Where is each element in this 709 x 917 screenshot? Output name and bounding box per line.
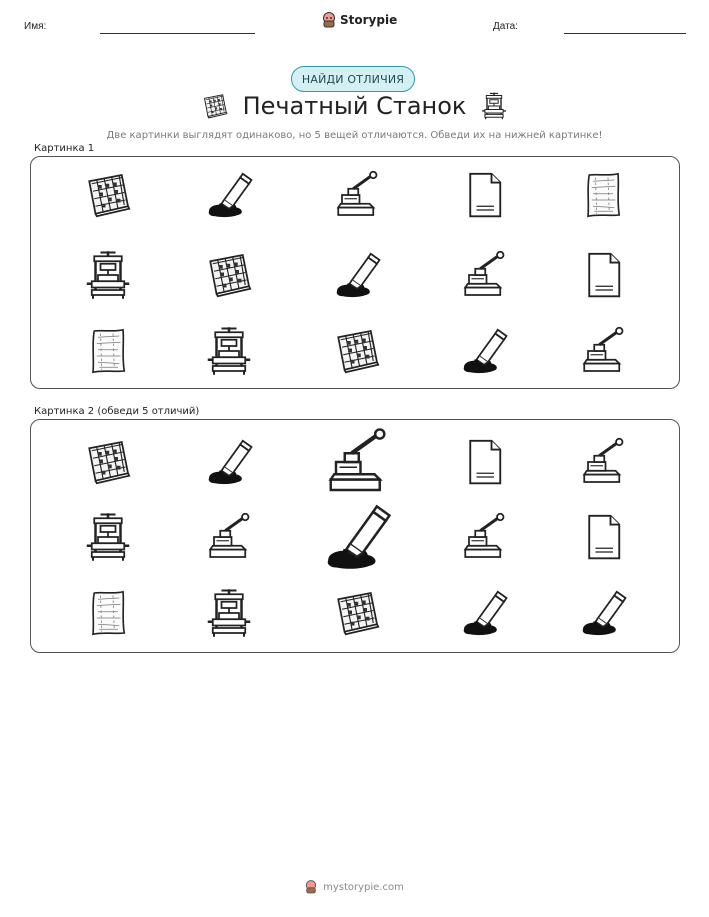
paper-press-stamp-icon [204,512,254,562]
paper-sheet-icon [459,437,509,487]
storypie-logo-icon [305,880,317,894]
type-tray-icon [201,92,229,120]
panel1-label: Картинка 1 [34,143,95,154]
grid-cell [459,326,509,376]
grid-cell [204,326,254,376]
printing-press-icon [204,326,254,376]
grid-cell[interactable] [322,427,392,497]
grid-cell[interactable] [83,437,133,487]
brand: Storypie [322,12,397,28]
grid-cell[interactable] [204,437,254,487]
ink-tube-icon [459,326,509,376]
grid-cell [204,170,254,220]
grid-cell[interactable] [459,512,509,562]
paper-press-stamp-icon [322,427,392,497]
grid-cell[interactable] [83,588,133,638]
type-tray-icon [332,326,382,376]
title-row: Печатный Станок [0,92,709,120]
grid-cell[interactable] [321,501,393,573]
grid-cell[interactable] [332,588,382,638]
ink-tube-icon [204,170,254,220]
printing-press-icon [480,92,508,120]
footer: mystorypie.com [0,880,709,894]
footer-url[interactable]: mystorypie.com [323,881,404,893]
picture-panel-2[interactable] [30,419,680,653]
paper-press-stamp-icon [459,512,509,562]
paper-sheet-icon [578,512,628,562]
grid-cell[interactable] [459,588,509,638]
ink-tube-icon [332,250,382,300]
grid-cell [332,326,382,376]
grid-cell [578,326,628,376]
panel2-label: Картинка 2 (обведи 5 отличий) [34,406,200,417]
type-tray-icon [83,170,133,220]
storypie-logo-icon [323,12,335,28]
page-title: Печатный Станок [242,92,467,120]
parchment-icon [83,588,133,638]
type-tray-icon [83,437,133,487]
grid-cell [332,170,382,220]
name-label: Имя: [24,21,47,32]
grid-cell [83,326,133,376]
name-line[interactable] [100,33,255,34]
printing-press-icon [83,250,133,300]
grid-cell[interactable] [578,437,628,487]
ink-tube-icon [204,437,254,487]
paper-press-stamp-icon [332,170,382,220]
picture-panel-1 [30,156,680,389]
grid-cell[interactable] [578,588,628,638]
paper-press-stamp-icon [578,437,628,487]
paper-sheet-icon [578,250,628,300]
date-line[interactable] [564,33,686,34]
ink-tube-icon [578,588,628,638]
grid-cell [83,170,133,220]
ink-tube-icon [321,501,393,573]
paper-press-stamp-icon [459,250,509,300]
worksheet-type-badge: НАЙДИ ОТЛИЧИЯ [291,66,415,92]
grid-cell[interactable] [204,512,254,562]
grid-cell [578,250,628,300]
paper-sheet-icon [459,170,509,220]
printing-press-icon [204,588,254,638]
printing-press-icon [83,512,133,562]
ink-tube-icon [459,588,509,638]
grid-cell[interactable] [459,437,509,487]
grid-cell [332,250,382,300]
grid-cell [459,250,509,300]
grid-cell [459,170,509,220]
grid-cell[interactable] [204,588,254,638]
instructions: Две картинки выглядят одинаково, но 5 ве… [106,130,603,141]
grid-cell [578,170,628,220]
grid-cell [204,250,254,300]
grid-cell [83,250,133,300]
parchment-icon [578,170,628,220]
type-tray-icon [204,250,254,300]
paper-press-stamp-icon [578,326,628,376]
brand-name: Storypie [340,13,398,27]
grid-cell[interactable] [578,512,628,562]
type-tray-icon [332,588,382,638]
grid-cell[interactable] [83,512,133,562]
date-label: Дата: [493,21,518,32]
parchment-icon [83,326,133,376]
